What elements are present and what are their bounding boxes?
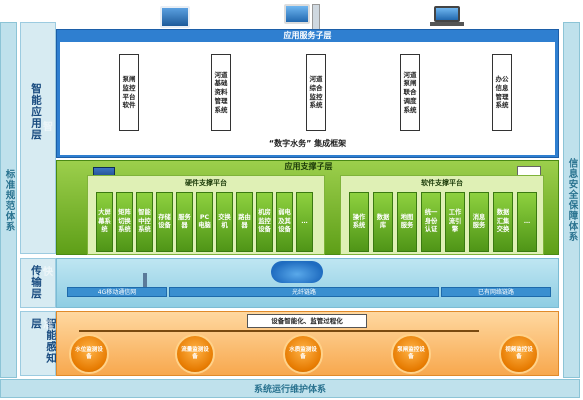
service-panel: 泵闸监控平台软件 河道基础资料管理系统 河道综合监控系统 河道泵闸联合调度系统 … [60, 42, 555, 155]
right-rail-label: 信息安全保障体系 [566, 158, 578, 242]
app-layer-label: 智能应用层 [30, 83, 42, 141]
hardware-item: 大屏幕系统 [96, 192, 113, 252]
transport-link: 光纤链路 [169, 287, 439, 297]
hardware-item: 交换机 [216, 192, 233, 252]
service-item: 河道基础资料管理系统 [211, 54, 231, 131]
trans-layer-label: 传输层 [30, 265, 42, 300]
app-layer-watermark: 智 [43, 122, 53, 133]
desktop-computer-icon [284, 4, 310, 24]
sensing-connector [79, 330, 479, 332]
software-item: 消息服务 [469, 192, 489, 252]
sensor-item: 流量监测设备 [175, 334, 215, 374]
bottom-bar: 系统运行维护体系 [0, 379, 580, 398]
trans-layer-sidebar: 传输层 快 [20, 258, 56, 308]
wall-display-icon [160, 6, 190, 28]
transport-layer: 4G移动通信网 光纤链路 已有网络链路 [56, 258, 559, 308]
sense-layer-sidebar: 智能感知层 准 [20, 311, 57, 376]
sensor-item: 泵闸监控设备 [391, 334, 431, 374]
service-item: 河道综合监控系统 [306, 54, 326, 131]
sensor-item: 视频监控设备 [499, 334, 539, 374]
bottom-bar-label: 系统运行维护体系 [253, 385, 326, 395]
framework-label: “数字水务” 集成框架 [268, 139, 347, 148]
software-item: 数据汇集交换 [493, 192, 513, 252]
software-platform: 软件支撑平台 操作系统 数据库 地图服务 统一身份认证 工作流引擎 消息服务 数… [340, 175, 544, 255]
software-item: 工作流引擎 [445, 192, 465, 252]
right-rail: 信息安全保障体系 [563, 22, 580, 378]
software-platform-title: 软件支撑平台 [421, 179, 463, 187]
cloud-icon [271, 261, 323, 283]
hardware-item: 矩阵切换系统 [116, 192, 133, 252]
service-item: 河道泵闸联合调度系统 [400, 54, 420, 131]
software-item: 操作系统 [349, 192, 369, 252]
software-item: … [517, 192, 537, 252]
sensing-center-box: 设备智能化、监管过程化 [247, 314, 367, 328]
sensor-item: 水质监测设备 [283, 334, 323, 374]
service-item: 办公信息管理系统 [492, 54, 512, 131]
left-rail: 标准规范体系 [0, 22, 17, 378]
hardware-item: PC电脑 [196, 192, 213, 252]
hardware-item: 存储设备 [156, 192, 173, 252]
server-tower-icon [312, 4, 320, 30]
hardware-item: … [296, 192, 313, 252]
sense-layer-watermark: 准 [43, 320, 53, 331]
sense-layer-label: 智能感知层 [30, 318, 57, 364]
sensing-layer: 设备智能化、监管过程化 水位监测设备 流量监测设备 水质监测设备 泵闸监控设备 … [56, 311, 559, 376]
hardware-item: 弱电及其设备 [276, 192, 293, 252]
support-sublayer: 应用支撑子层 硬件支撑平台 大屏幕系统 矩阵切换系统 智能中控系统 存储设备 服… [56, 160, 559, 255]
service-sublayer: 应用服务子层 泵闸监控平台软件 河道基础资料管理系统 河道综合监控系统 河道泵闸… [56, 29, 559, 158]
app-layer-sidebar: 智能应用层 智 [20, 22, 56, 254]
hardware-item: 路由器 [236, 192, 253, 252]
trans-layer-watermark: 快 [43, 267, 53, 278]
support-sublayer-title: 应用支撑子层 [284, 162, 333, 171]
software-item: 统一身份认证 [421, 192, 441, 252]
sensor-item: 水位监测设备 [69, 334, 109, 374]
transport-link: 4G移动通信网 [67, 287, 167, 297]
antenna-icon [143, 273, 147, 289]
hardware-item: 服务器 [176, 192, 193, 252]
service-sublayer-title: 应用服务子层 [283, 31, 332, 40]
software-item: 数据库 [373, 192, 393, 252]
laptop-base-icon [430, 22, 464, 26]
left-rail-label: 标准规范体系 [3, 168, 15, 232]
hardware-item: 智能中控系统 [136, 192, 153, 252]
hardware-platform: 硬件支撑平台 大屏幕系统 矩阵切换系统 智能中控系统 存储设备 服务器 PC电脑… [87, 175, 325, 255]
laptop-icon [434, 6, 460, 22]
hardware-platform-title: 硬件支撑平台 [185, 179, 227, 187]
software-item: 地图服务 [397, 192, 417, 252]
transport-link: 已有网络链路 [441, 287, 551, 297]
service-item: 泵闸监控平台软件 [119, 54, 139, 131]
hardware-item: 机房监控设备 [256, 192, 273, 252]
